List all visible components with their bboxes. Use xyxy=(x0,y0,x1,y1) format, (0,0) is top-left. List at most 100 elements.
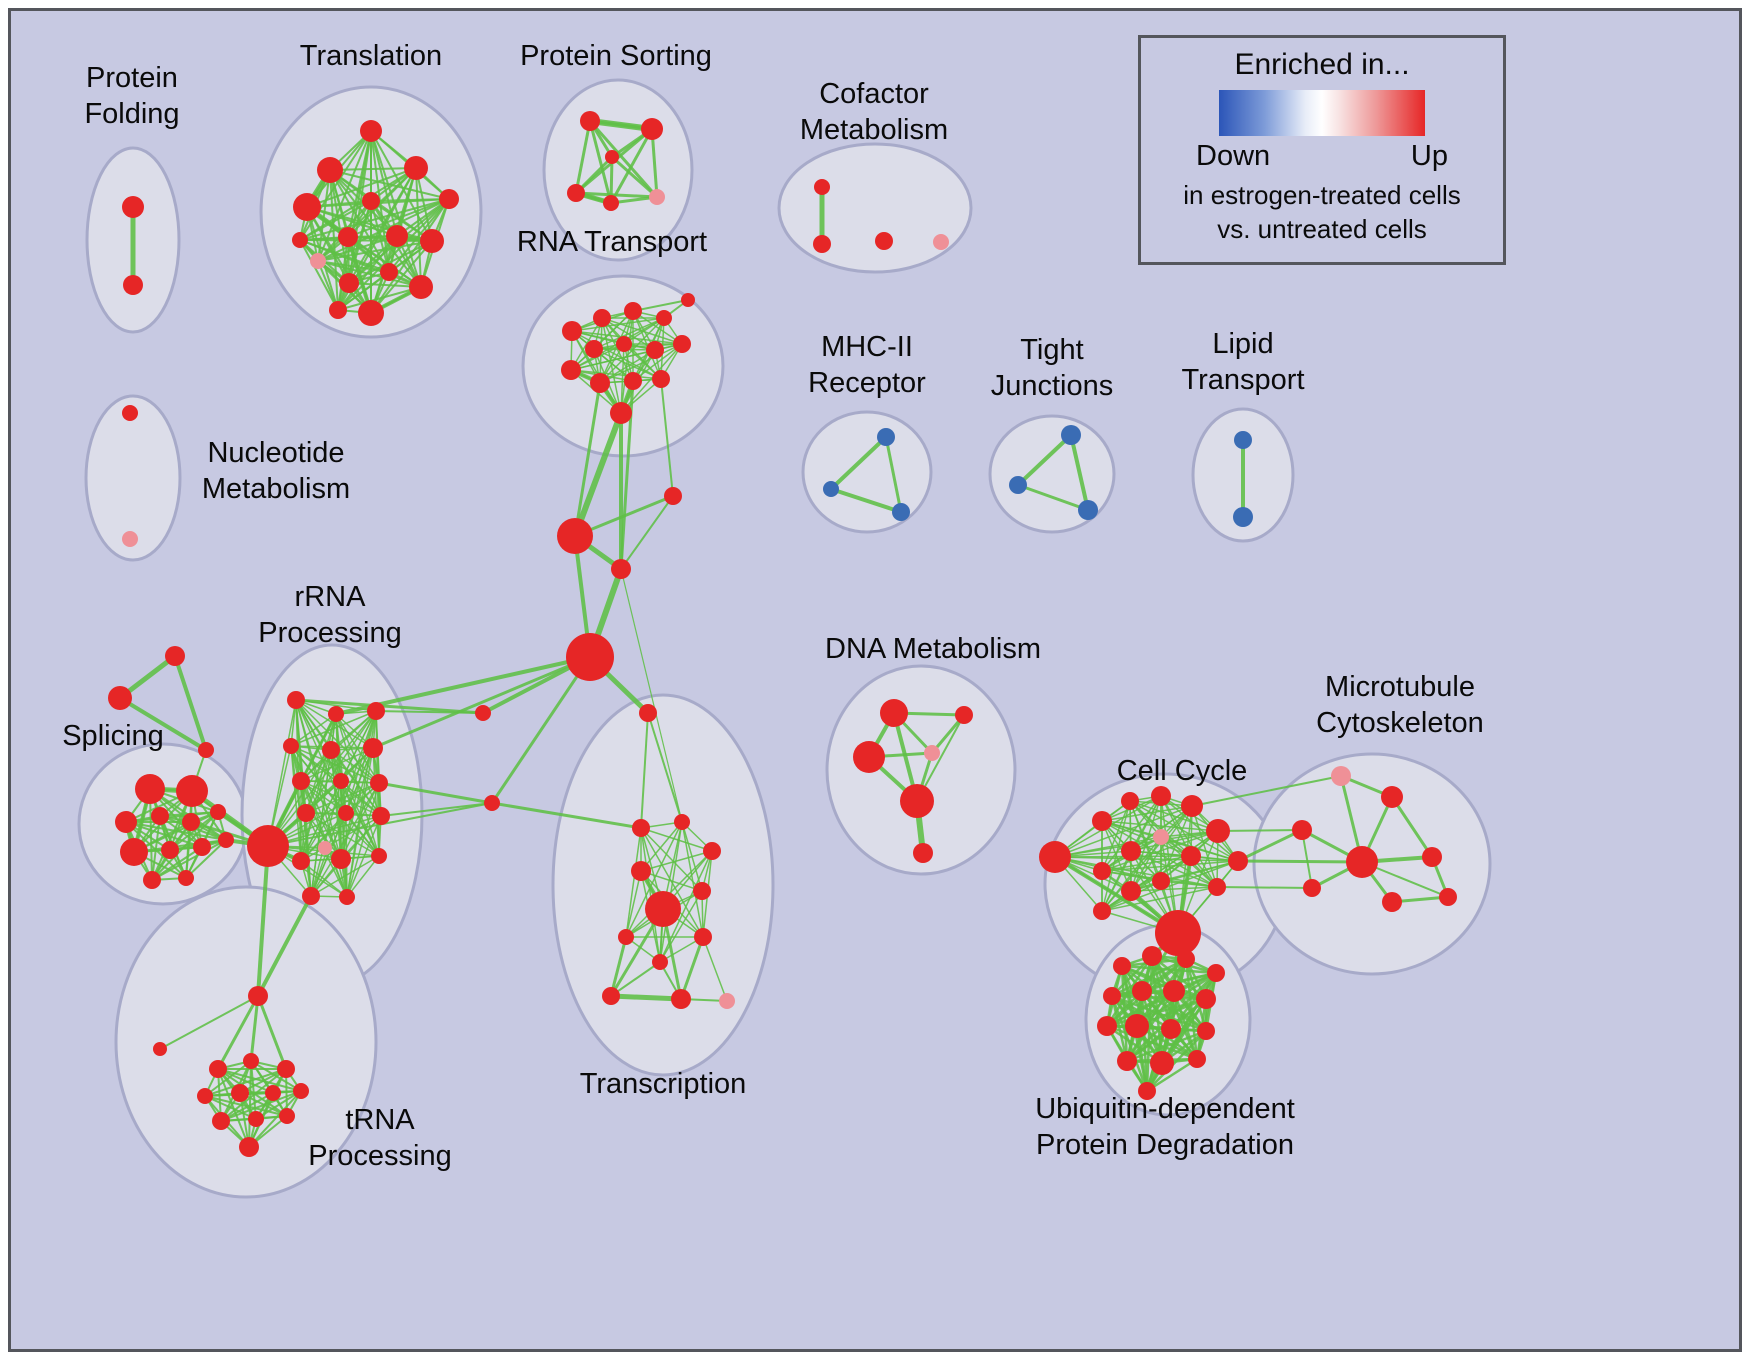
edge xyxy=(305,812,312,897)
node-rrna_processing-6 xyxy=(363,738,383,758)
node-connectors-2 xyxy=(664,487,682,505)
edge xyxy=(659,890,703,963)
node-microtubule_cytoskeleton-0 xyxy=(1331,766,1351,786)
edge xyxy=(220,1068,287,1122)
node-translation-9 xyxy=(310,253,326,269)
edge xyxy=(679,936,705,1000)
node-dna_metabolism-5 xyxy=(913,843,933,863)
edge xyxy=(632,299,689,312)
edge xyxy=(1160,836,1239,862)
edge xyxy=(340,782,380,860)
edge xyxy=(340,780,348,898)
node-ubiquitin_degradation-4 xyxy=(1103,987,1121,1005)
edge xyxy=(267,699,297,847)
edge xyxy=(220,1092,274,1122)
edge xyxy=(346,782,380,898)
node-connectors-8 xyxy=(475,705,491,721)
node-transcription-2 xyxy=(674,814,690,830)
edge xyxy=(185,839,227,879)
node-transcription-6 xyxy=(693,882,711,900)
legend-title: Enriched in... xyxy=(1234,48,1410,81)
node-trna_processing-6 xyxy=(231,1084,249,1102)
edge xyxy=(1160,795,1192,857)
edge xyxy=(640,827,703,892)
edge xyxy=(299,239,433,242)
edge xyxy=(173,655,208,751)
node-ubiquitin_degradation-14 xyxy=(1188,1050,1206,1068)
edge xyxy=(625,827,642,938)
edge xyxy=(299,200,372,241)
legend-caption-line2: vs. untreated cells xyxy=(1217,213,1427,244)
node-cofactor_metabolism-1 xyxy=(813,235,831,253)
legend-endpoints: Down Up xyxy=(1196,140,1448,173)
edge xyxy=(299,239,422,288)
node-rrna_processing-15 xyxy=(371,848,387,864)
node-transcription-1 xyxy=(632,819,650,837)
edge xyxy=(370,200,433,242)
edge xyxy=(310,855,380,897)
node-cell_cycle-11 xyxy=(1208,878,1226,896)
node-ubiquitin_degradation-12 xyxy=(1117,1051,1137,1071)
node-connectors-6 xyxy=(108,686,132,710)
node-translation-10 xyxy=(339,273,359,293)
edge xyxy=(290,745,302,862)
edge xyxy=(310,812,347,897)
legend-down-label: Down xyxy=(1196,140,1271,172)
edge xyxy=(1101,850,1132,912)
node-transcription-9 xyxy=(602,987,620,1005)
node-ubiquitin_degradation-5 xyxy=(1132,981,1152,1001)
node-ubiquitin_degradation-8 xyxy=(1097,1016,1117,1036)
node-mhc2_receptor-0 xyxy=(877,428,895,446)
node-cell_cycle-0 xyxy=(1039,841,1071,873)
edge xyxy=(1053,855,1180,935)
edge xyxy=(1216,886,1313,889)
cluster-ellipse-transcription xyxy=(551,693,775,1077)
node-trna_processing-7 xyxy=(265,1085,281,1101)
node-translation-13 xyxy=(358,300,384,326)
node-cell_cycle-3 xyxy=(1151,786,1171,806)
edge xyxy=(640,827,661,963)
edge xyxy=(1237,828,1303,863)
edge xyxy=(370,130,422,288)
edge xyxy=(1101,795,1162,872)
edge xyxy=(625,821,683,938)
edge xyxy=(640,821,683,872)
edge xyxy=(1101,860,1239,872)
edge xyxy=(300,747,374,782)
node-rna_transport-11 xyxy=(652,370,670,388)
node-tight_junctions-2 xyxy=(1078,500,1098,520)
edge xyxy=(185,821,192,879)
node-splicing-1 xyxy=(176,775,208,807)
node-rrna_processing-16 xyxy=(302,887,320,905)
edge xyxy=(570,349,656,371)
edge xyxy=(317,198,450,262)
node-cell_cycle-9 xyxy=(1153,829,1169,845)
edge xyxy=(1101,830,1219,872)
edge xyxy=(375,710,484,714)
node-layer xyxy=(108,111,1457,1157)
edge xyxy=(299,167,417,241)
node-cell_cycle-10 xyxy=(1181,846,1201,866)
edge xyxy=(204,1068,287,1097)
cluster-ellipse-protein_sorting xyxy=(542,78,694,262)
edge xyxy=(306,206,433,242)
node-rrna_processing-0 xyxy=(247,825,289,867)
node-rna_transport-6 xyxy=(616,336,632,352)
node-protein_sorting-3 xyxy=(603,195,619,211)
edge xyxy=(118,696,208,752)
edge xyxy=(593,317,665,350)
edge xyxy=(133,811,219,853)
node-rna_transport-3 xyxy=(656,310,672,326)
node-trna_processing-12 xyxy=(239,1137,259,1157)
node-cell_cycle-13 xyxy=(1152,872,1170,890)
edge xyxy=(1130,886,1218,892)
edge xyxy=(256,995,288,1070)
edge xyxy=(884,436,903,513)
node-trna_processing-11 xyxy=(279,1108,295,1124)
edge xyxy=(1069,434,1090,511)
node-transcription-11 xyxy=(719,993,735,1009)
node-ubiquitin_degradation-10 xyxy=(1161,1019,1181,1039)
node-cell_cycle-15 xyxy=(1093,902,1111,920)
node-connectors-0 xyxy=(557,518,593,554)
node-dna_metabolism-1 xyxy=(955,706,973,724)
